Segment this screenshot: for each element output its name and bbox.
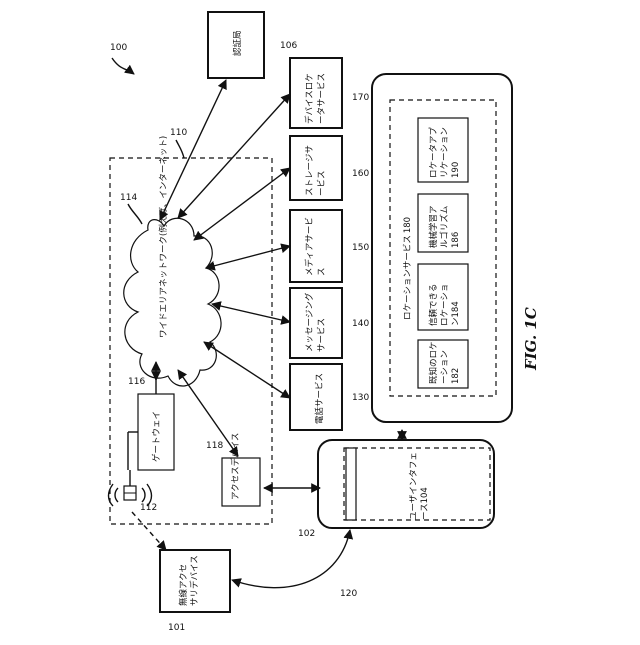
wan-cloud: ワイドエリアネットワーク(例えば、インターネット) [124,136,221,386]
device-locator-link [178,94,290,218]
figure-title: FIG. 1C [522,307,540,371]
ref-130: 130 [352,393,369,403]
ref-140: 140 [352,319,369,329]
device-locator-box [290,58,342,128]
ca-link [160,80,226,220]
ref-120: 120 [340,589,357,599]
gateway-label: ゲートウェイ [151,411,162,462]
ref-150: 150 [352,243,369,253]
media-link [206,246,290,268]
ref-110-leader [176,140,184,158]
ca-label: 認証局 [232,30,243,56]
ref-101: 101 [168,623,185,633]
ref-102: 102 [298,529,315,539]
location-service-title: ロケーションサービス180 [403,217,413,320]
user-device-bar [346,448,356,520]
ref-106: 106 [280,41,297,51]
ref-160: 160 [352,169,369,179]
ref-110: 110 [170,128,187,138]
telephony-link [204,342,290,398]
messaging-box [290,288,342,358]
ref-112: 112 [140,503,157,513]
ref-114-leader [128,204,142,224]
ref-114: 114 [120,193,137,203]
storage-box [290,136,342,200]
antenna-accessory-link [132,512,166,550]
media-box [290,210,342,282]
accessory-device-link [232,530,350,588]
ref-118: 118 [206,441,223,451]
access-device-box [222,458,260,506]
storage-link [194,168,290,240]
ref-170: 170 [352,93,369,103]
system-reference: 100 [110,43,134,74]
messaging-link [212,304,290,322]
wan-label: ワイドエリアネットワーク(例えば、インターネット) [158,136,169,338]
access-device-label: アクセスデバイス [230,433,241,500]
ref-100-leader [112,58,134,74]
ref-100: 100 [110,43,127,53]
ref-116: 116 [128,377,145,387]
telephony-label: 電話サービス [314,373,325,424]
antenna-icon [109,470,152,506]
